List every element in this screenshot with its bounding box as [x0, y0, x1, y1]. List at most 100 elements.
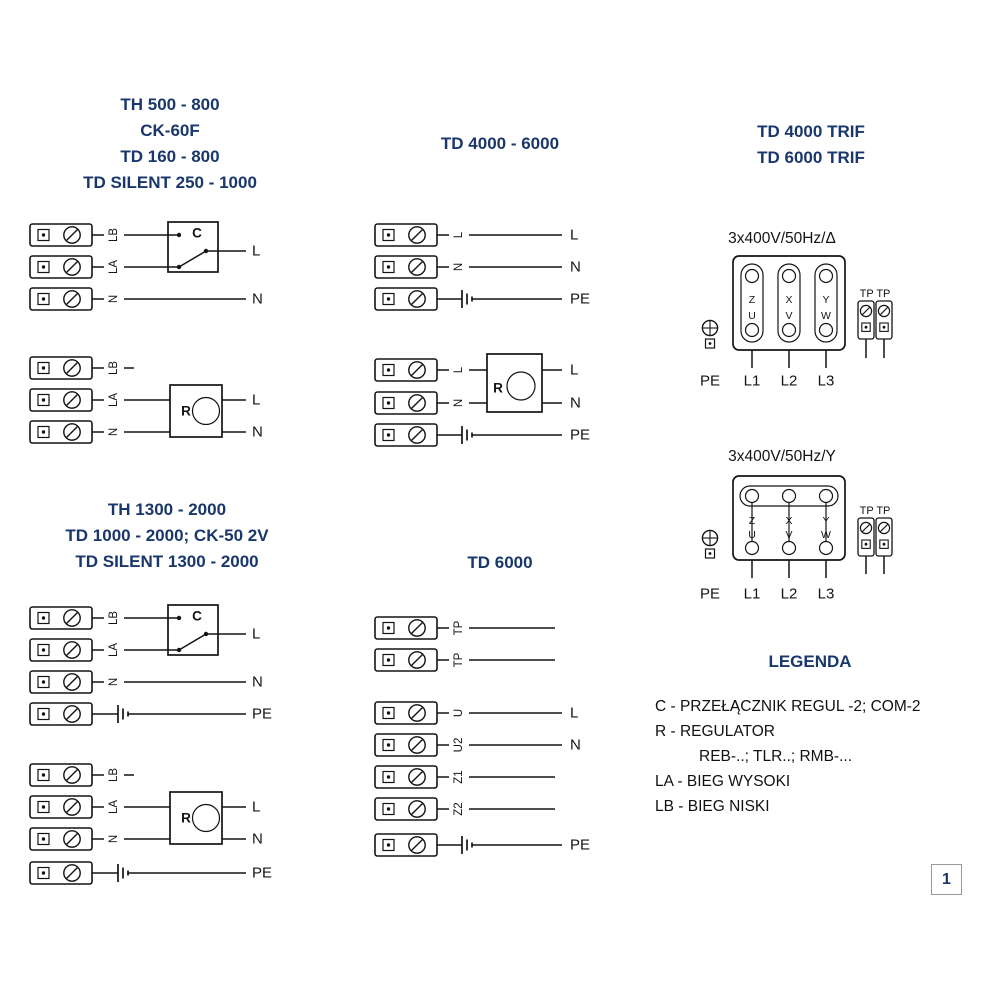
terminal-label: N: [108, 835, 120, 843]
page-number: 1: [942, 870, 951, 888]
output-label: N: [570, 259, 581, 276]
regulator-box: [169, 791, 223, 845]
title-td6000: TD 6000: [350, 550, 650, 576]
page-number-box: 1: [931, 864, 962, 895]
diagram-td6000: TP TP U U2 Z1 Z2 L N PE: [374, 616, 590, 857]
title-line: CK-60F: [140, 121, 200, 140]
ground-icon: [461, 835, 473, 855]
screw-terminal: [29, 223, 93, 247]
switch-lever: [178, 633, 207, 651]
terminal-label: L: [453, 231, 465, 238]
screw-terminal: [374, 765, 438, 789]
earth-bolt-icon: [701, 319, 719, 349]
title-line: TD 1000 - 2000; CK-50 2V: [65, 526, 269, 545]
terminal-label: U2: [453, 738, 465, 753]
terminal-stud: [818, 488, 834, 504]
legend-item: REB-..; TLR..; RMB-...: [699, 748, 853, 765]
screw-terminal: [29, 255, 93, 279]
output-label: PE: [252, 865, 272, 882]
screw-terminal: [29, 795, 93, 819]
screw-terminal: [29, 827, 93, 851]
phase-label: L1: [744, 586, 761, 603]
diagram-td4000-direct: L N L N PE: [374, 223, 590, 311]
regulator-label: R: [181, 811, 191, 826]
winding-letter: U: [748, 529, 756, 541]
diagram-th500-regulator: LB LA N R L N: [29, 356, 263, 444]
screw-terminal: [29, 287, 93, 311]
legend: LEGENDA C - PRZEŁĄCZNIK REGUL -2; COM-2 …: [655, 652, 965, 819]
ground-icon: [117, 863, 129, 883]
wires: [92, 234, 246, 300]
winding-letter: Z: [749, 515, 756, 527]
regulator-label: R: [181, 404, 191, 419]
phase-label: L1: [744, 373, 761, 390]
title-line: TD 4000 TRIF: [757, 122, 865, 141]
output-label: PE: [570, 291, 590, 308]
screw-terminal: [374, 255, 438, 279]
terminal-stud: [781, 268, 797, 284]
screw-terminal: [374, 223, 438, 247]
terminal-stud: [744, 322, 760, 338]
winding-links: [751, 502, 827, 542]
winding-letter: X: [785, 294, 792, 306]
winding-letter: V: [785, 310, 792, 322]
diagram-th1300-regulator: LB LA N R L N PE: [29, 763, 272, 885]
title-line: TD SILENT 1300 - 2000: [75, 552, 259, 571]
regulator-knob: [191, 803, 221, 833]
terminal-stud: [781, 322, 797, 338]
legend-item: R - REGULATOR: [655, 723, 775, 740]
title-line: TD SILENT 250 - 1000: [83, 173, 257, 192]
screw-terminal: [29, 420, 93, 444]
terminal-label: LA: [108, 800, 120, 814]
terminal-label: LA: [108, 260, 120, 274]
output-label: L: [570, 705, 578, 722]
output-label: L: [570, 227, 578, 244]
screw-terminal: [374, 797, 438, 821]
output-label: N: [252, 424, 263, 441]
terminal-stud: [744, 488, 760, 504]
title-th500: TH 500 - 800 CK-60F TD 160 - 800 TD SILE…: [20, 92, 320, 196]
terminal-stud: [781, 488, 797, 504]
title-line: TD 6000 TRIF: [757, 148, 865, 167]
winding-letter: Z: [749, 294, 756, 306]
regulator-box: [169, 384, 223, 438]
title-line: TH 500 - 800: [120, 95, 220, 114]
terminal-label: N: [108, 428, 120, 436]
title-trif: TD 4000 TRIF TD 6000 TRIF: [661, 119, 961, 171]
legend-title: LEGENDA: [768, 652, 852, 671]
legend-item: LB - BIEG NISKI: [655, 798, 770, 815]
output-label: N: [570, 395, 581, 412]
terminal-label: N: [108, 678, 120, 686]
terminal-label: Z1: [453, 770, 465, 783]
screw-terminal: [29, 861, 93, 885]
title-line: TD 6000: [467, 553, 533, 572]
winding-link: [740, 263, 764, 343]
output-label: N: [252, 291, 263, 308]
winding-letter: X: [785, 515, 792, 527]
title-line: TD 4000 - 6000: [440, 134, 560, 153]
phase-label: L2: [781, 586, 798, 603]
screw-terminal: [374, 648, 438, 672]
terminal-label: Z2: [453, 802, 465, 815]
terminal-stud: [818, 540, 834, 556]
diagram-td4000-regulator: L N R L N PE: [374, 353, 590, 447]
tp-terminal: [857, 300, 875, 340]
switch-label: C: [192, 609, 202, 624]
voltage-label: 3x400V/50Hz/Δ: [728, 230, 836, 247]
phase-label: L2: [781, 373, 798, 390]
regulator-knob: [191, 396, 221, 426]
winding-letter: V: [785, 529, 792, 541]
terminal-stud: [818, 268, 834, 284]
winding-letter: Y: [822, 294, 829, 306]
screw-terminal: [29, 606, 93, 630]
contact-dot: [176, 615, 182, 621]
tp-label: TP TP: [860, 505, 891, 517]
regulator-box: [486, 353, 543, 413]
tp-terminal: [875, 300, 893, 340]
terminal-label: LB: [108, 768, 120, 782]
phase-label: L3: [818, 373, 835, 390]
screw-terminal: [29, 670, 93, 694]
output-label: N: [570, 737, 581, 754]
output-label: N: [252, 831, 263, 848]
